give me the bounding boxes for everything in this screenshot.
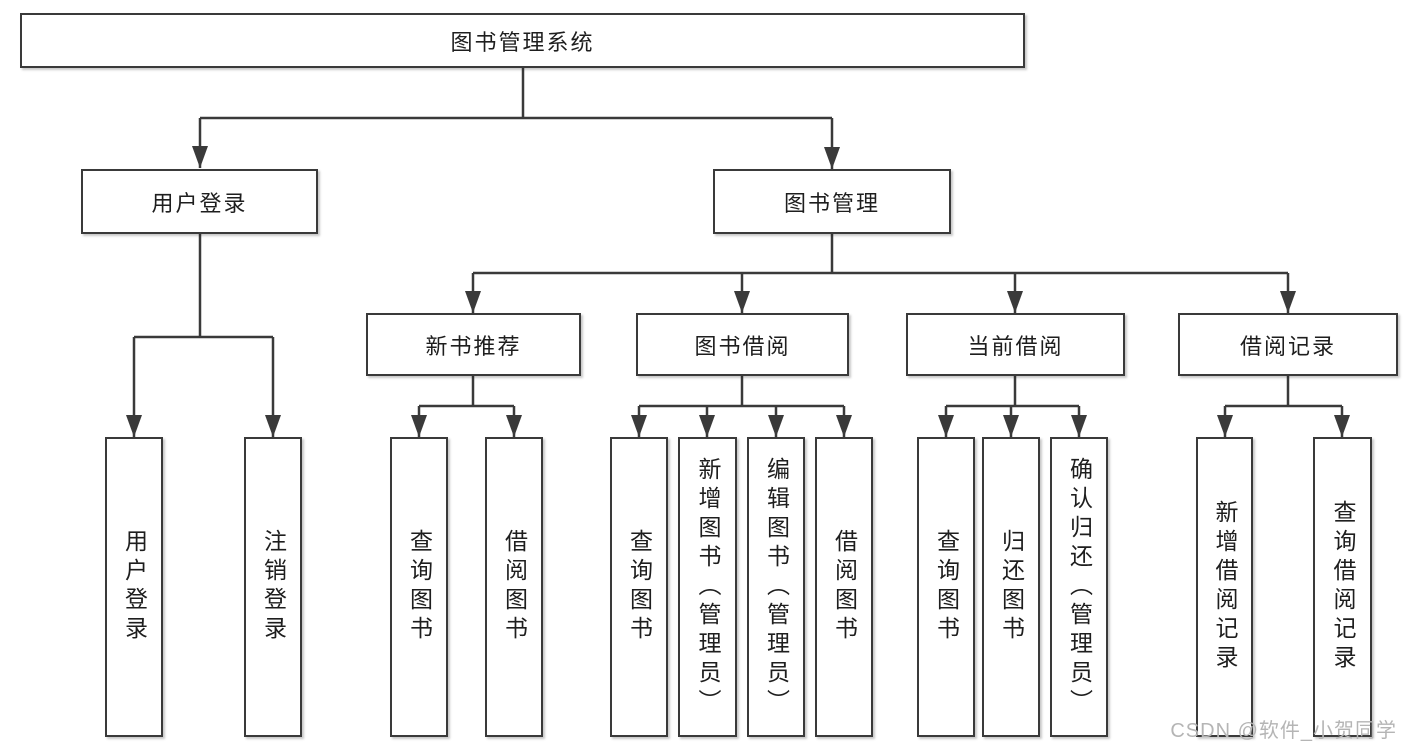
node-root-system-label: 图书管理系统 bbox=[450, 29, 595, 55]
connector-manage-to-level3 bbox=[465, 234, 1296, 313]
node-current-borrow-label: 当前借阅 bbox=[967, 333, 1064, 359]
node-borrow-records: 借阅记录 bbox=[1178, 313, 1398, 376]
node-book-manage-branch: 图书管理 bbox=[713, 169, 951, 234]
node-borrow-records-label: 借阅记录 bbox=[1239, 333, 1336, 359]
leaf-user-login: 用户登录 bbox=[105, 437, 163, 737]
node-book-borrow: 图书借阅 bbox=[636, 313, 849, 376]
leaf-return-book-label: 归还图书 bbox=[998, 529, 1025, 645]
leaf-recommend-query-book: 查询图书 bbox=[390, 437, 448, 737]
leaf-edit-book-admin: 编辑图书（管理员） bbox=[747, 437, 805, 737]
node-current-borrow: 当前借阅 bbox=[906, 313, 1125, 376]
leaf-user-login-label: 用户登录 bbox=[121, 529, 148, 645]
csdn-watermark: CSDN @软件_小贺同学 bbox=[1170, 720, 1397, 742]
leaf-recommend-borrow-book: 借阅图书 bbox=[485, 437, 543, 737]
node-user-login-branch: 用户登录 bbox=[81, 169, 318, 234]
connector-recommend-to-leaves bbox=[411, 376, 522, 437]
leaf-query-borrow-record-label: 查询借阅记录 bbox=[1330, 500, 1356, 674]
connector-borrow-to-leaves bbox=[631, 376, 852, 437]
leaf-add-borrow-record: 新增借阅记录 bbox=[1196, 437, 1253, 737]
leaf-add-book-admin: 新增图书（管理员） bbox=[678, 437, 737, 737]
leaf-recommend-query-book-label: 查询图书 bbox=[406, 529, 433, 645]
leaf-logout-label: 注销登录 bbox=[260, 529, 287, 645]
connector-root-to-level2 bbox=[192, 68, 840, 169]
leaf-return-book: 归还图书 bbox=[982, 437, 1040, 737]
leaf-logout: 注销登录 bbox=[244, 437, 302, 737]
connector-current-to-leaves bbox=[938, 376, 1087, 437]
leaf-confirm-return-admin: 确认归还（管理员） bbox=[1050, 437, 1108, 737]
leaf-edit-book-admin-label: 编辑图书（管理员） bbox=[763, 456, 790, 718]
leaf-borrow-book-label: 借阅图书 bbox=[831, 529, 858, 645]
leaf-recommend-borrow-book-label: 借阅图书 bbox=[501, 529, 528, 645]
leaf-borrow-query-book: 查询图书 bbox=[610, 437, 668, 737]
leaf-current-query-book-label: 查询图书 bbox=[933, 529, 960, 645]
node-root-system: 图书管理系统 bbox=[20, 13, 1025, 68]
leaf-confirm-return-admin-label: 确认归还（管理员） bbox=[1066, 456, 1093, 718]
leaf-borrow-book: 借阅图书 bbox=[815, 437, 873, 737]
leaf-query-borrow-record: 查询借阅记录 bbox=[1313, 437, 1372, 737]
leaf-add-borrow-record-label: 新增借阅记录 bbox=[1212, 500, 1238, 674]
connector-login-to-leaves bbox=[126, 234, 281, 437]
node-user-login-branch-label: 用户登录 bbox=[151, 190, 248, 216]
leaf-current-query-book: 查询图书 bbox=[917, 437, 975, 737]
node-book-manage-branch-label: 图书管理 bbox=[783, 190, 880, 216]
leaf-borrow-query-book-label: 查询图书 bbox=[626, 529, 653, 645]
node-new-book-recommend: 新书推荐 bbox=[366, 313, 581, 376]
node-book-borrow-label: 图书借阅 bbox=[694, 333, 791, 359]
connector-records-to-leaves bbox=[1217, 376, 1350, 437]
node-new-book-recommend-label: 新书推荐 bbox=[425, 333, 522, 359]
leaf-add-book-admin-label: 新增图书（管理员） bbox=[695, 456, 721, 718]
